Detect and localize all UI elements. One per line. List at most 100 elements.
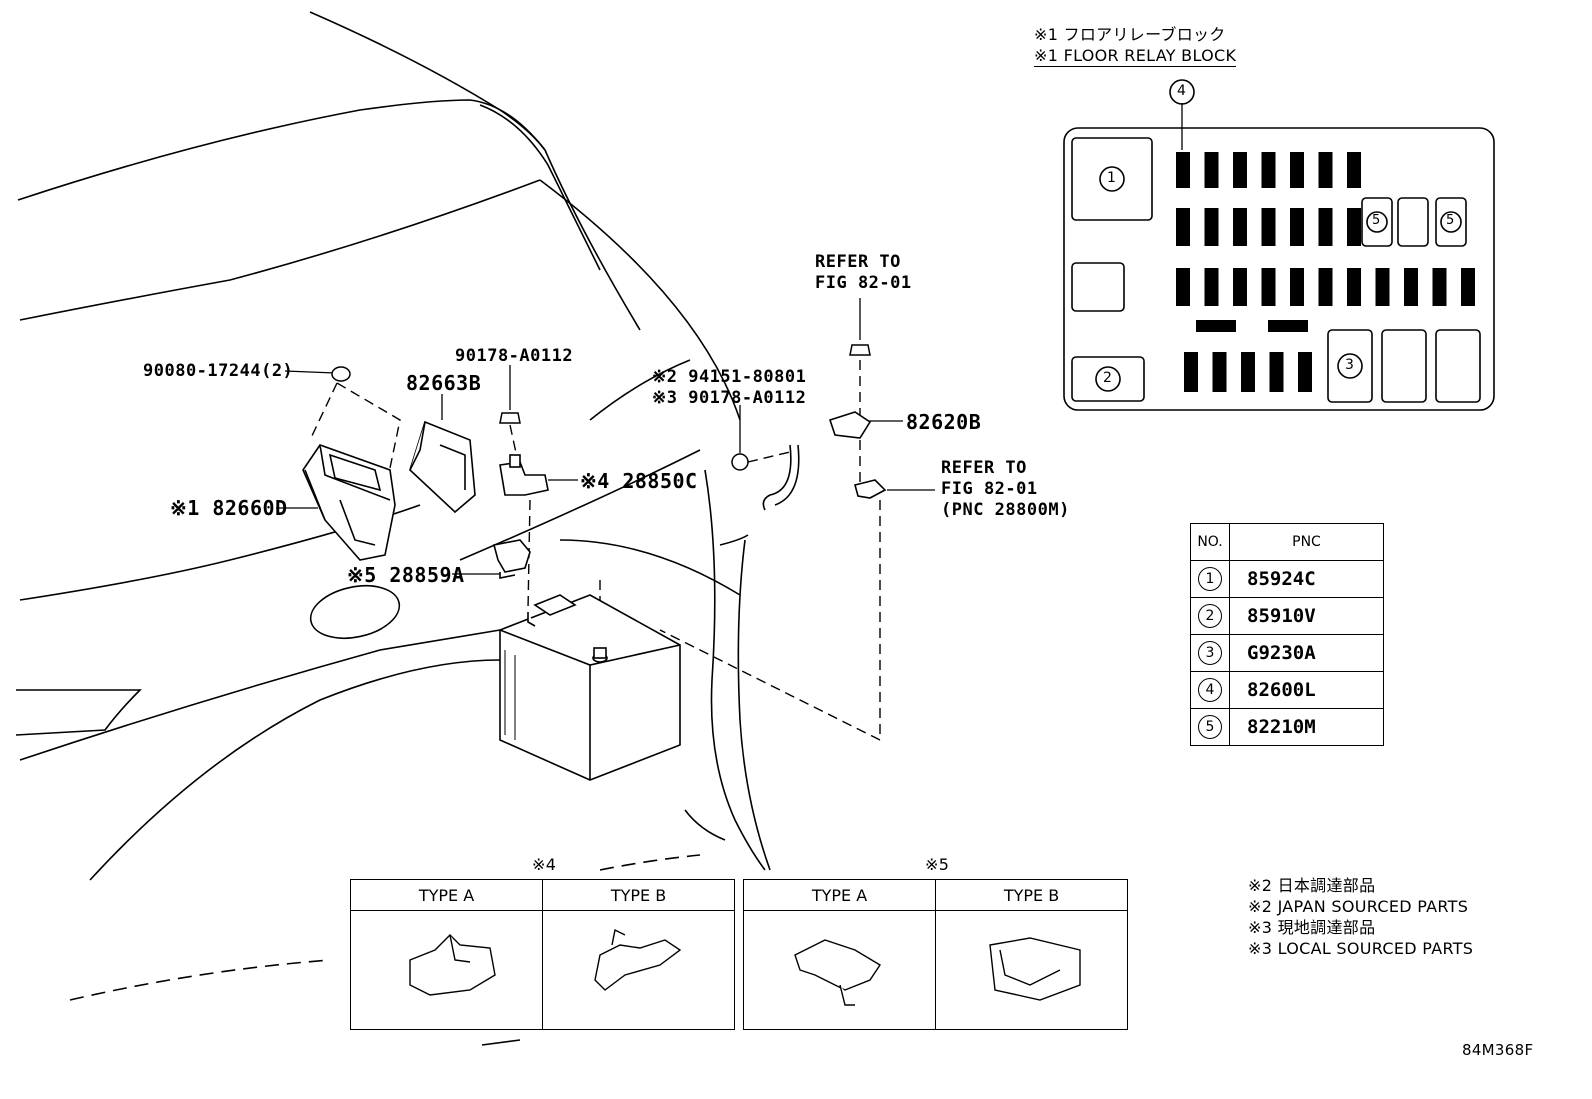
- callout-number: 3: [1345, 357, 1355, 373]
- fuse: [1290, 268, 1304, 306]
- body-outline: [69, 959, 331, 1001]
- fuse: [1404, 268, 1418, 306]
- fuse: [1432, 268, 1447, 306]
- part-label-28850c: ※4 28850C: [580, 469, 698, 493]
- row-number: 3: [1198, 641, 1222, 665]
- body-outline: [479, 104, 601, 271]
- callout-number: 5: [1446, 213, 1455, 228]
- sensor-bracket-part: [493, 539, 531, 579]
- pnc-value: 85924C: [1229, 560, 1384, 598]
- pnc-header-no: NO.: [1190, 523, 1230, 561]
- fuse: [1347, 208, 1361, 246]
- fuse: [1290, 208, 1304, 246]
- fuse: [1233, 208, 1247, 246]
- bolt-part: [849, 344, 871, 356]
- body-outline: [459, 449, 701, 561]
- body-outline: [89, 659, 501, 881]
- fuse: [1261, 152, 1276, 188]
- fuse: [1233, 152, 1247, 188]
- table-row: 5 82210M: [1190, 708, 1384, 746]
- fuse: [1204, 268, 1219, 306]
- body-outline: [559, 539, 741, 596]
- fuse: [1176, 208, 1190, 246]
- body-outline: [309, 11, 546, 151]
- type-table-4: TYPE A TYPE B: [350, 879, 735, 1030]
- table-row: 4 82600L: [1190, 671, 1384, 709]
- leader-dashed: [336, 382, 401, 541]
- body-outline: [17, 99, 546, 201]
- body-outline: [737, 539, 771, 871]
- relay-block-title-en: ※1 FLOOR RELAY BLOCK: [1034, 46, 1237, 67]
- table-row: 1 85924C: [1190, 560, 1384, 598]
- relay-cover-part: [409, 420, 476, 514]
- callout-number: 4: [1177, 83, 1187, 99]
- refer-label-line2: FIG 82-01: [815, 273, 912, 293]
- note-line: ※2 JAPAN SOURCED PARTS: [1248, 897, 1469, 916]
- refer-label-line1: REFER TO: [941, 458, 1027, 478]
- callout-number: 1: [1107, 170, 1117, 186]
- fuse: [1196, 320, 1236, 332]
- type-table-mark-5: ※5: [925, 855, 950, 874]
- pnc-value: 82210M: [1229, 708, 1384, 746]
- leader-dashed: [509, 424, 519, 463]
- callout-number: 2: [1103, 370, 1113, 386]
- bolt-part: [499, 412, 521, 424]
- fuse: [1347, 152, 1361, 188]
- body-outline: [684, 809, 726, 841]
- note-line: ※3 LOCAL SOURCED PARTS: [1248, 939, 1474, 958]
- battery-sensor-part: [499, 454, 549, 496]
- fuse: [1318, 208, 1333, 246]
- callout-number: 5: [1372, 213, 1381, 228]
- pnc-value: 82600L: [1229, 671, 1384, 709]
- part-label-94151: ※2 94151-80801: [652, 367, 807, 387]
- body-outline: [719, 534, 749, 546]
- fuse: [1184, 352, 1198, 392]
- note-line: ※3 現地調達部品: [1248, 918, 1376, 937]
- relay-block-title-jp: ※1 フロアリレーブロック: [1034, 25, 1226, 44]
- body-outline: [599, 854, 701, 871]
- body-outline: [481, 1039, 521, 1046]
- pnc-value: 85910V: [1229, 597, 1384, 635]
- leader-dashed: [747, 451, 791, 463]
- body-outline: [544, 149, 641, 331]
- type-a-header: TYPE A: [350, 879, 543, 911]
- type-table-mark-4: ※4: [532, 855, 557, 874]
- body-outline: [589, 359, 691, 421]
- relay-block-layout: [1063, 79, 1495, 411]
- fuse: [1204, 208, 1219, 246]
- fuse: [1204, 152, 1219, 188]
- type-a-header: TYPE A: [743, 879, 936, 911]
- pnc-table: NO. PNC 1 85924C 2 85910V 3 G9230A 4 826…: [1190, 523, 1384, 746]
- body-outline: [19, 629, 501, 761]
- fuse: [1261, 208, 1276, 246]
- part-label-90178-b: ※3 90178-A0112: [652, 388, 807, 408]
- fuse: [1298, 352, 1312, 392]
- pnc-value: G9230A: [1229, 634, 1384, 672]
- leader-dashed: [659, 500, 881, 742]
- refer-label-line1: REFER TO: [815, 252, 901, 272]
- fuse: [1233, 268, 1247, 306]
- fuse: [1176, 268, 1190, 306]
- fuse: [1176, 152, 1190, 188]
- type-b-header: TYPE B: [935, 879, 1128, 911]
- body-outline: [704, 469, 766, 871]
- type-table-5: TYPE A TYPE B: [743, 879, 1128, 1030]
- pnc-header-pnc: PNC: [1229, 523, 1384, 561]
- part-label-90080: 90080-17244(2): [143, 361, 294, 381]
- body-outline: [539, 179, 741, 421]
- fuse-grid: [1176, 152, 1475, 392]
- fuse: [1241, 352, 1255, 392]
- refer-label-line2: FIG 82-01: [941, 479, 1038, 499]
- fuse: [1318, 152, 1333, 188]
- part-label-82663b: 82663B: [406, 371, 482, 395]
- relay-block-part: [302, 444, 396, 561]
- fuse: [1347, 268, 1361, 306]
- battery-cable-part: [762, 411, 887, 511]
- fuse: [1261, 268, 1276, 306]
- fuel-lid: [309, 585, 401, 639]
- table-row: 2 85910V: [1190, 597, 1384, 635]
- battery-part: [499, 594, 681, 781]
- nut-part: [331, 366, 351, 382]
- type-b-header: TYPE B: [542, 879, 735, 911]
- part-label-28859a: ※5 28859A: [347, 563, 465, 587]
